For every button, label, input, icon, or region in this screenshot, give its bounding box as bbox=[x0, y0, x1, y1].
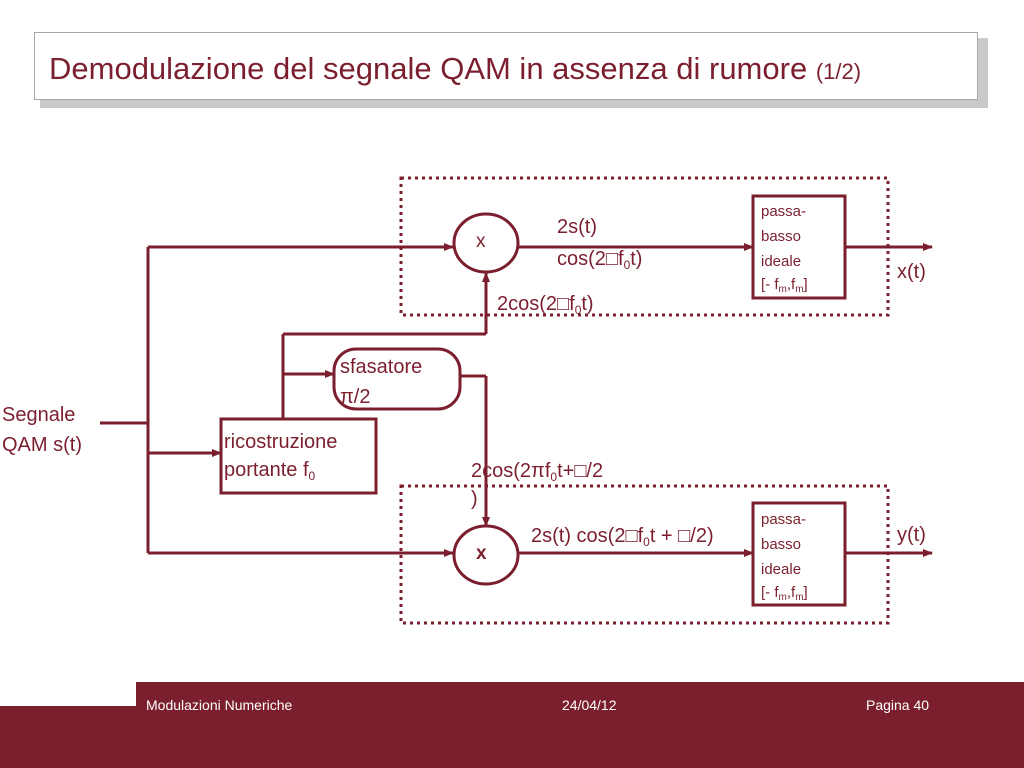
input-label-line2: QAM s(t) bbox=[2, 434, 82, 456]
top-lpf-line3: ideale bbox=[761, 253, 802, 270]
bottom-lpf-line1: passa- bbox=[761, 511, 807, 528]
bottom-carrier-label: 2cos(2πf0t+□/2 bbox=[471, 460, 604, 484]
bottom-carrier-label-line2: ) bbox=[471, 488, 478, 510]
footer-bar bbox=[136, 682, 1024, 768]
footer-course: Modulazioni Numeriche bbox=[146, 697, 293, 713]
title-suffix: (1/2) bbox=[815, 59, 862, 84]
top-mixer-symbol: x bbox=[476, 231, 486, 252]
top-lpf-line4: [- fm,fm] bbox=[761, 276, 808, 295]
footer-bar-left bbox=[0, 706, 136, 768]
footer-page: Pagina 40 bbox=[866, 697, 930, 713]
carrier-recovery-block bbox=[219, 417, 378, 495]
carrier-block-line2: portante f0 bbox=[224, 459, 316, 483]
title-main: Demodulazione del segnale QAM in assenza… bbox=[49, 51, 808, 86]
top-lpf-line2: basso bbox=[761, 228, 802, 245]
output-bottom-label: y(t) bbox=[897, 524, 926, 546]
top-carrier-label: 2cos(2□f0t) bbox=[497, 293, 594, 317]
bottom-product-label: 2s(t) cos(2□f0t + □/2) bbox=[531, 525, 714, 549]
top-mixer bbox=[452, 212, 520, 274]
footer-date: 24/04/12 bbox=[562, 697, 617, 713]
output-top-label: x(t) bbox=[897, 261, 926, 283]
top-product-line1: 2s(t) bbox=[557, 216, 597, 238]
shifter-line1: sfasatore bbox=[340, 356, 423, 378]
bottom-lpf-line4: [- fm,fm] bbox=[761, 584, 808, 603]
title-box: Demodulazione del segnale QAM in assenza… bbox=[34, 32, 978, 100]
bottom-lpf-line2: basso bbox=[761, 536, 802, 553]
bottom-mixer bbox=[452, 524, 520, 586]
top-lpf-line1: passa- bbox=[761, 203, 807, 220]
input-label-line1: Segnale bbox=[2, 404, 76, 426]
carrier-block-line1: ricostruzione bbox=[224, 431, 338, 453]
page-title: Demodulazione del segnale QAM in assenza… bbox=[49, 51, 861, 87]
shifter-line2: π/2 bbox=[340, 386, 371, 408]
phase-shifter-block bbox=[332, 347, 462, 411]
top-product-line2: cos(2□f0t) bbox=[557, 248, 643, 272]
bottom-mixer-symbol: x bbox=[476, 543, 487, 564]
bottom-lpf-line3: ideale bbox=[761, 561, 802, 578]
